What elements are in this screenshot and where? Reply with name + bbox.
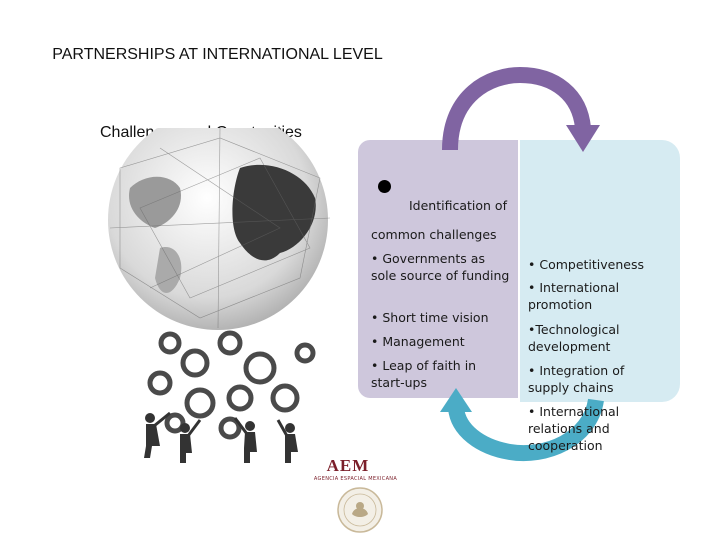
gear-icon <box>294 342 316 364</box>
opportunities-panel <box>520 140 680 402</box>
challenges-heading-line1: Identification of <box>409 198 507 213</box>
logo-subtitle: AGENCIA ESPACIAL MEXICANA <box>313 476 398 482</box>
network-lines <box>109 128 331 329</box>
gear-icon <box>218 416 242 440</box>
opportunity-item: •Technological development <box>528 322 620 354</box>
gears-group <box>147 330 316 440</box>
top-arrow-body <box>442 66 591 151</box>
continent-shape <box>129 176 181 228</box>
opportunity-item: • Competitiveness <box>528 257 644 272</box>
people-pushing <box>144 411 298 463</box>
gear-icon <box>184 387 216 419</box>
gear-icon <box>243 351 277 385</box>
challenge-item: • Management <box>371 334 465 349</box>
globe-gears-illustration <box>108 128 331 463</box>
logo-name: AEM <box>326 456 370 475</box>
gear-icon <box>217 330 243 356</box>
gear-icon <box>270 383 300 413</box>
aem-logo: AEM AGENCIA ESPACIAL MEXICANA <box>308 456 418 534</box>
page-title: PARTNERSHIPS AT INTERNATIONAL LEVEL <box>52 46 383 63</box>
gear-icon <box>164 412 186 434</box>
challenges-heading-line2: common challenges <box>371 227 497 242</box>
continent-shape <box>232 164 316 261</box>
person-icon <box>276 419 298 463</box>
gear-icon <box>147 370 173 396</box>
challenge-item: • Governments as sole source of funding <box>371 251 510 283</box>
challenge-item: • Short time vision <box>371 310 489 325</box>
opportunity-item: • Integration of supply chains <box>528 363 625 395</box>
gear-icon <box>226 384 254 412</box>
person-icon <box>180 419 202 463</box>
opportunity-item: • International relations and cooperatio… <box>528 404 620 453</box>
gear-icon <box>158 331 182 355</box>
gear-icon <box>180 348 210 378</box>
continent-shape <box>155 247 182 293</box>
bullet-dot-icon <box>378 180 391 193</box>
challenge-item: • Leap of faith in start-ups <box>371 358 477 390</box>
opportunity-item: • International promotion <box>528 280 620 312</box>
person-icon <box>144 411 171 458</box>
person-icon <box>233 417 257 463</box>
seal-icon <box>337 487 383 533</box>
